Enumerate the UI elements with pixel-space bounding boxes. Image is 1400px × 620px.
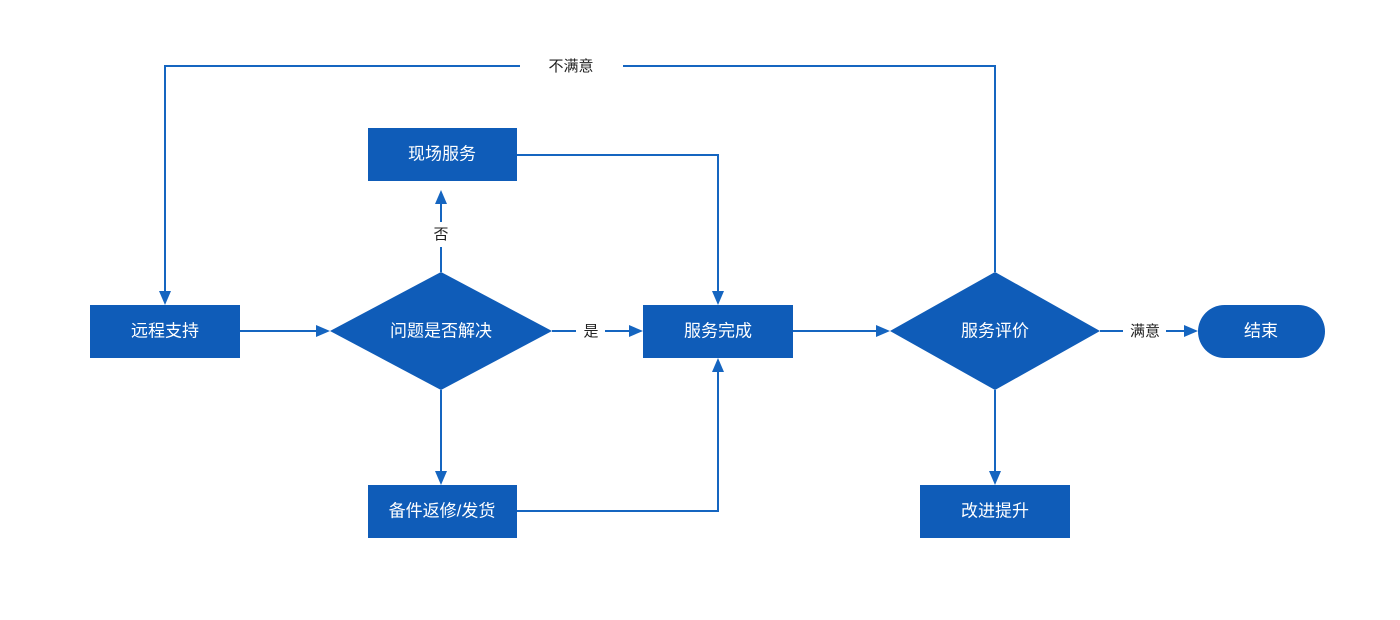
node-end[interactable]: 结束 (1198, 305, 1325, 358)
node-onsite-service[interactable]: 现场服务 (368, 128, 517, 181)
edge-parts-to-complete (517, 358, 724, 512)
node-shape-parts-repair[interactable] (368, 485, 517, 538)
arrow-head-complete-review (876, 325, 890, 337)
arrow-head-remote-decision (316, 325, 330, 337)
edge-line-unsat-right (623, 65, 996, 272)
arrow-head-decision-onsite (435, 190, 447, 204)
node-shape-service-complete[interactable] (643, 305, 793, 358)
edge-line-parts-complete (517, 367, 719, 512)
edge-label-yes: 是 (583, 323, 598, 340)
node-shape-end[interactable] (1198, 305, 1325, 358)
node-remote-support[interactable]: 远程支持 (90, 305, 240, 358)
arrow-head-unsat (159, 291, 171, 305)
node-shape-problem-resolved[interactable] (330, 272, 552, 390)
edge-label-no: 否 (433, 226, 448, 243)
edge-onsite-to-complete (517, 154, 724, 305)
edge-label-unsatisfied: 不满意 (548, 57, 593, 75)
arrow-head-parts-complete (712, 358, 724, 372)
arrow-head-review-end (1184, 325, 1198, 337)
node-service-complete[interactable]: 服务完成 (643, 305, 793, 358)
arrow-head-decision-complete (629, 325, 643, 337)
node-shape-improvement[interactable] (920, 485, 1070, 538)
edge-label-satisfied: 满意 (1130, 322, 1160, 340)
edge-decision-no-to-onsite: 否 (433, 190, 449, 272)
node-shape-service-review[interactable] (890, 272, 1100, 390)
node-problem-resolved[interactable]: 问题是否解决 (330, 272, 552, 390)
arrow-head-onsite-complete (712, 291, 724, 305)
arrow-head-decision-parts (435, 471, 447, 485)
node-shape-remote-support[interactable] (90, 305, 240, 358)
node-improvement[interactable]: 改进提升 (920, 485, 1070, 538)
node-shape-onsite-service[interactable] (368, 128, 517, 181)
edge-line-unsat-left (164, 65, 520, 296)
arrow-head-review-improvement (989, 471, 1001, 485)
edge-remote-to-decision (240, 325, 330, 337)
edge-review-satisfied-to-end: 满意 (1100, 322, 1198, 340)
edge-line-onsite-complete (517, 154, 719, 296)
node-parts-repair[interactable]: 备件返修/发货 (368, 485, 517, 538)
edge-complete-to-review (793, 325, 890, 337)
edge-review-to-improvement (989, 390, 1001, 485)
edge-decision-to-parts (435, 390, 447, 485)
edge-review-unsatisfied-loop: 不满意 (159, 57, 996, 305)
node-service-review[interactable]: 服务评价 (890, 272, 1100, 390)
edge-decision-yes-to-complete: 是 (552, 323, 643, 340)
